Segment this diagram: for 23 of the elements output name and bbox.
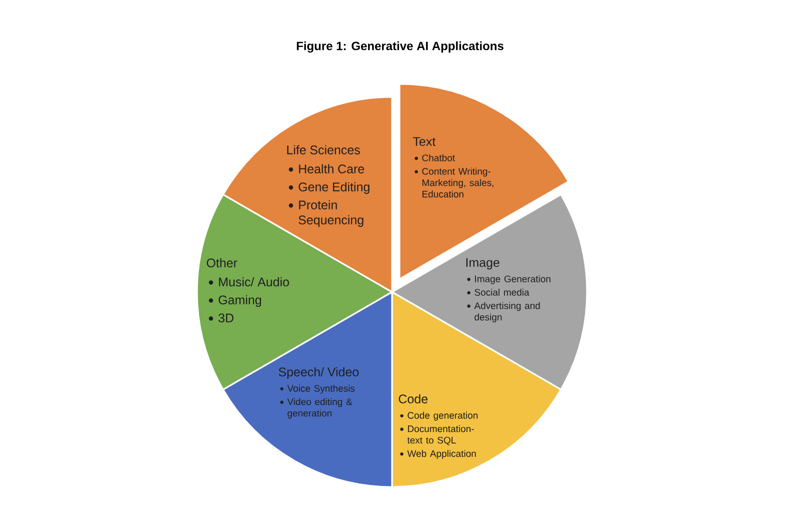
slice-heading: Code xyxy=(398,394,428,404)
bullet-item: Protein Sequencing xyxy=(298,200,364,227)
bullet-item: Music/ Audio xyxy=(219,277,289,286)
slice-heading: Text xyxy=(413,137,436,146)
bullet-item: Image Generation xyxy=(475,275,550,284)
bullet-item: Advertising and design xyxy=(474,302,540,322)
bullet-item: Social media xyxy=(474,288,530,296)
bullet-item: Code generation xyxy=(408,412,478,421)
bullet-item: Content Writing- Marketing, sales, Education xyxy=(422,168,494,198)
slice-heading: Image xyxy=(466,258,500,270)
bullet-item: Web Application xyxy=(407,450,476,459)
figure-title: Figure 1: Generative AI Applications xyxy=(296,41,504,53)
bullet-item: 3D xyxy=(218,314,234,322)
slice-heading: Speech/ Video xyxy=(278,367,359,379)
bullet-item: Video editing & generation xyxy=(287,398,352,418)
bullet-item: Gaming xyxy=(218,295,262,307)
slice-heading: Life Sciences xyxy=(287,145,360,154)
bullet-item: Documentation- text to SQL xyxy=(407,425,474,446)
bullet-item: Health Care xyxy=(299,164,364,174)
slice-heading: Other xyxy=(206,258,238,268)
bullet-item: Chatbot xyxy=(422,154,455,162)
bullet-item: Voice Synthesis xyxy=(287,384,355,394)
bullet-item: Gene Editing xyxy=(298,182,370,194)
